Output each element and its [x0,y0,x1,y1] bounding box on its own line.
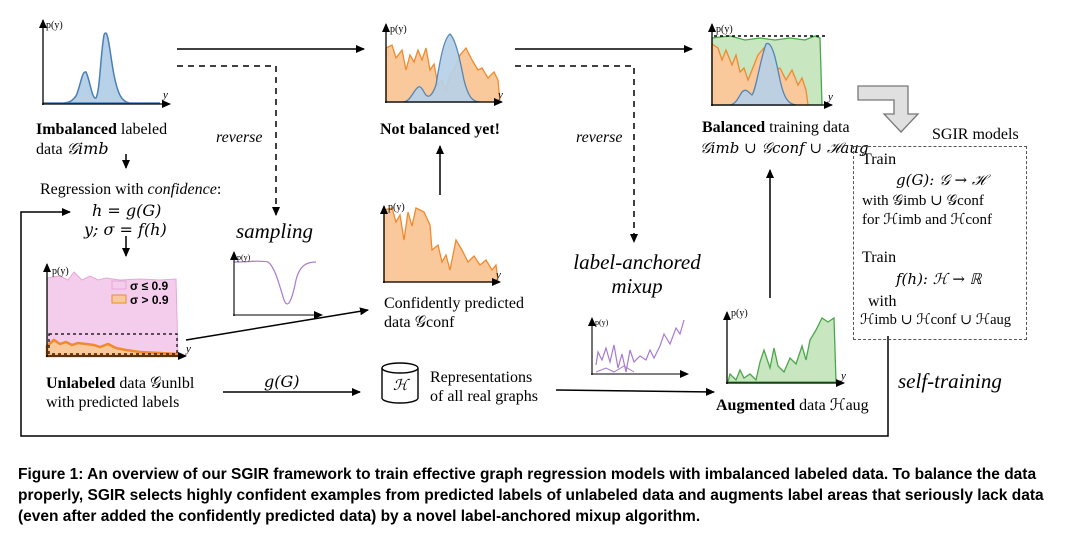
axis-y-5: y [186,343,191,355]
representation-cylinder [381,362,419,404]
balanced-plot [708,23,833,109]
for-set-a: for ℋimb and ℋconf [862,212,993,228]
self-training-label: self-training [898,369,1002,393]
imbalanced-label: Imbalanced labeled [36,121,168,138]
axis-py-2: p(y) [390,24,407,35]
train-label-2: Train [862,249,897,266]
not-balanced-label: Not balanced yet! [380,121,500,138]
augmented-label: Augmented data ℋaug [716,397,869,414]
imbalanced-density [43,32,160,104]
axis-py-8: p(y) [731,308,748,319]
H-label: ℋ [393,376,408,394]
set-b: ℋimb ∪ ℋconf ∪ ℋaug [860,312,1012,328]
not-balanced-plot [382,23,503,106]
figure-caption: Figure 1: An overview of our SGIR framew… [18,466,1044,525]
equation-f: f(h): ℋ → ℝ [896,270,982,288]
imbalanced-plot [39,19,171,108]
reverse-label-1: reverse [216,129,263,146]
unlabeled-plot [43,263,187,360]
axis-py-7: p(y) [595,318,609,327]
balanced-label: Balanced training data [702,119,850,136]
axis-y-3: y [828,91,833,103]
axis-py-4: p(y) [388,202,405,213]
framework-diagram [20,19,920,437]
axis-y-4: y [496,269,501,281]
legend-low: σ ≤ 0.9 [130,279,169,293]
axis-y-2: y [498,89,503,101]
augmented-plot [723,311,845,387]
confident-label-1: Confidently predicted [384,295,524,312]
with-set-a: with 𝒢imb ∪ 𝒢conf [862,193,984,209]
bent-hollow-arrow [857,85,920,133]
mixup-label-2: mixup [611,274,663,298]
regression-label: Regression with confidence: [40,181,222,198]
g-of-G-label: g(G) [264,372,300,391]
confident-plot [380,205,501,286]
sampling-label: sampling [236,219,314,243]
sampling-plot [230,251,323,319]
imbalanced-label-line2: data 𝒢imb [36,139,109,158]
mixup-plot [588,317,689,378]
with-label-b: with [868,293,897,310]
train-label-1: Train [862,151,897,168]
arrows [20,45,889,437]
sgir-models-title: SGIR models [932,126,1019,143]
mixup-label-1: label-anchored [573,250,701,274]
confident-label-2: data 𝒢conf [384,314,455,331]
equation-sigma: y; σ = f(h) [84,220,167,239]
axis-py-1: p(y) [46,20,63,31]
reverse-label-2: reverse [576,129,623,146]
equation-h: h = g(G) [92,201,162,220]
balanced-set: 𝒢imb ∪ 𝒢conf ∪ ℋaug [700,139,869,157]
representations-label-2: of all real graphs [430,388,538,405]
unlabeled-label-2: with predicted labels [46,394,180,411]
equation-g: g(G): 𝒢 → ℋ [896,171,986,189]
axis-py-3: p(y) [716,24,733,35]
legend-high: σ > 0.9 [130,293,169,307]
axis-y-1: y [163,89,168,101]
unlabeled-label: Unlabeled data 𝒢unlbl [46,375,195,392]
representations-label-1: Representations [430,369,533,386]
axis-y-6: y [841,370,846,382]
sgir-models-box: Train g(G): 𝒢 → ℋ with 𝒢imb ∪ 𝒢conf for … [853,146,1027,340]
axis-py-6: p(y) [52,266,69,277]
axis-py-5: p(y) [237,253,251,262]
